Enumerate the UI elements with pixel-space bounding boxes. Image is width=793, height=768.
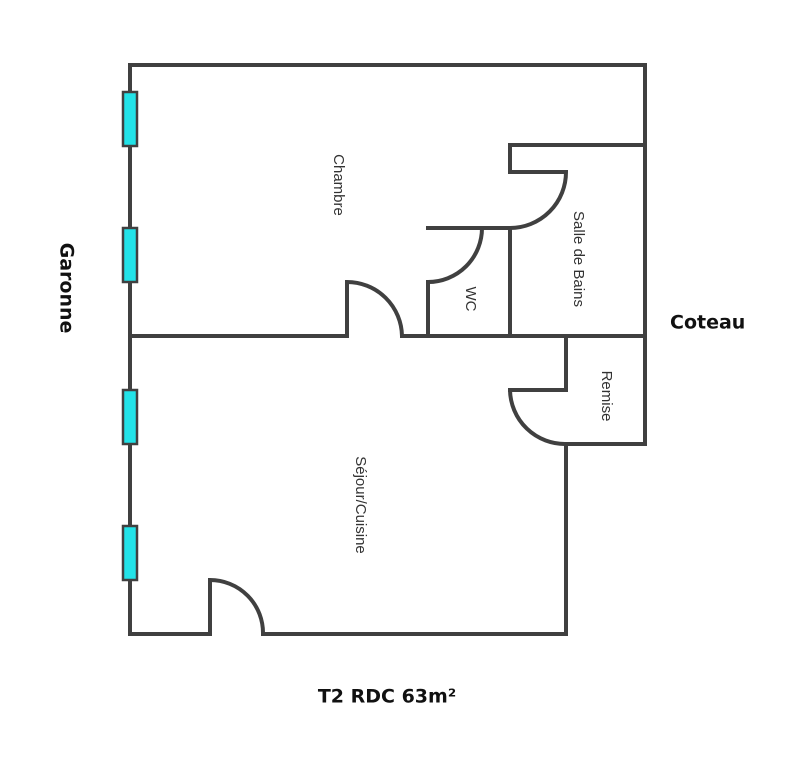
side-label-garonne: Garonne — [56, 243, 78, 334]
window-3 — [121, 388, 139, 446]
window-1 — [121, 90, 139, 148]
room-label-wc: WC — [462, 287, 479, 312]
side-label-coteau: Coteau — [670, 312, 745, 334]
door-remise — [508, 389, 567, 447]
door-entree — [208, 577, 266, 635]
door-salle-de-bains — [509, 170, 569, 230]
window-2 — [121, 226, 139, 284]
door-chambre — [345, 279, 404, 337]
door-wc — [427, 227, 484, 284]
windows — [121, 90, 139, 582]
room-label-salle-de-bains: Salle de Bains — [570, 211, 587, 307]
room-label-sejour: Séjour/Cuisine — [352, 456, 369, 554]
plan-caption: T2 RDC 63m² — [318, 686, 456, 708]
room-label-remise: Remise — [598, 371, 615, 422]
walls — [128, 63, 647, 636]
window-4 — [121, 524, 139, 582]
doors — [208, 170, 569, 635]
room-label-chambre: Chambre — [330, 154, 347, 216]
